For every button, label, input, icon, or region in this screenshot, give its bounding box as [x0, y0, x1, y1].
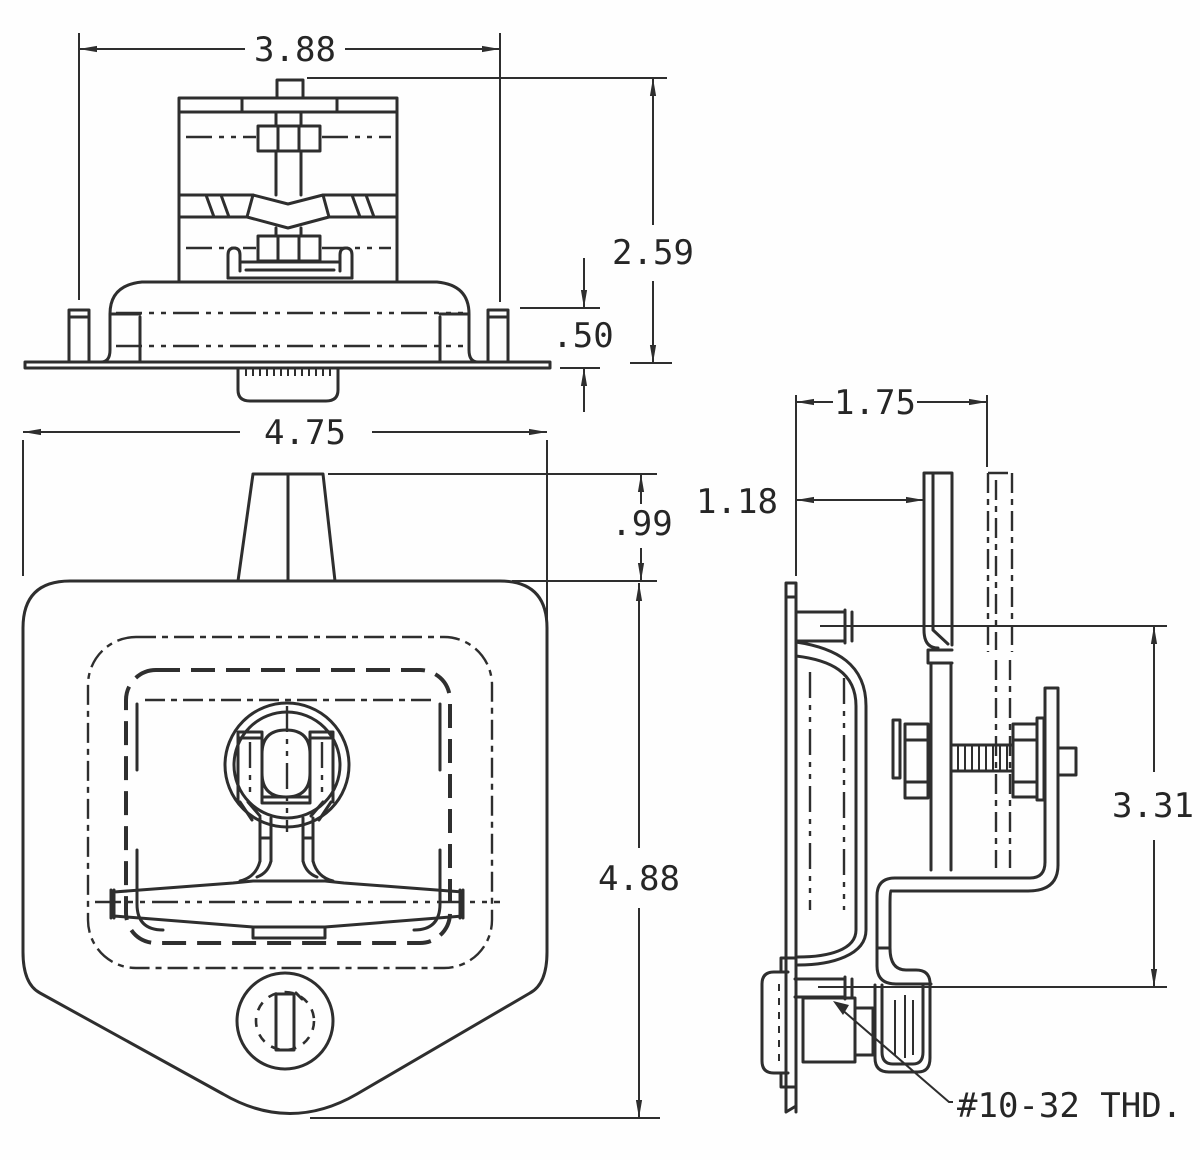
cam-bracket: [875, 686, 1060, 986]
recess: [86, 635, 494, 970]
top-view: 3.88 2.59 .50: [23, 30, 694, 412]
right-stud: [486, 308, 510, 364]
lock-head-bulge: [760, 970, 790, 1075]
handle-arm-closed: [922, 471, 954, 872]
grip-tab: [236, 472, 337, 583]
dim-mount-span: 3.31: [818, 626, 1194, 988]
thread-lines: [957, 746, 1008, 770]
dim-label-top-width: 3.88: [254, 30, 336, 70]
side-plate: [784, 581, 798, 1114]
lock-cylinder-side: [760, 956, 932, 1089]
left-stud: [67, 308, 91, 364]
dim-handle-swing: 1.75: [795, 383, 988, 576]
mounting-panel: [23, 308, 552, 403]
t-handle: [95, 701, 500, 940]
handle-crossbar: [95, 879, 500, 940]
thread-callout-label: #10-32 THD.: [957, 1086, 1182, 1126]
dim-grip-clearance: 1.18: [696, 482, 924, 522]
dim-label-pan-height: 4.88: [598, 859, 680, 899]
dim-label-mount-span: 3.31: [1112, 786, 1194, 826]
upper-nut: [256, 124, 322, 153]
front-view: 4.75 .99 4.88: [21, 413, 680, 1119]
handle-arm-open-phantom: [986, 471, 1014, 868]
dim-label-handle-swing: 1.75: [834, 383, 916, 423]
pivot-knob: [260, 728, 312, 799]
upper-mounting-stud: [794, 608, 1167, 645]
dim-pan-height: 4.88: [310, 583, 680, 1119]
lower-nut: [256, 234, 322, 263]
lock-outer-circle: [235, 971, 335, 1071]
hex-nut-right: [1011, 722, 1039, 799]
lock-cylinder: [235, 971, 335, 1071]
pan-outline: [21, 579, 549, 1115]
lock-dashed-circle: [254, 990, 316, 1052]
pan-dome: [99, 280, 480, 364]
pan-section: [794, 640, 868, 967]
key-slot: [274, 991, 304, 1052]
dim-handle-height: .99: [328, 473, 673, 582]
dim-housing-height: 2.59: [307, 77, 694, 364]
cam-nut-stack: [891, 716, 1078, 802]
dim-label-pan-width: 4.75: [264, 413, 346, 453]
cylinder-bump: [236, 366, 340, 403]
dim-label-stud-height: .50: [552, 316, 613, 356]
recess-heavy-dashed: [124, 668, 452, 945]
dim-label-handle-height: .99: [611, 504, 672, 544]
dim-stud-height: .50: [520, 258, 614, 412]
latch-housing: [177, 78, 399, 284]
side-view: 1.75 1.18 3.31 #10-32 THD.: [696, 383, 1194, 1126]
hex-nut-left: [903, 722, 930, 800]
stud-head: [1056, 746, 1078, 777]
dim-label-housing-height: 2.59: [612, 233, 694, 273]
shaft-end-square: [275, 78, 305, 100]
thread-callout: #10-32 THD.: [833, 1001, 1182, 1126]
dim-pan-width: 4.75: [22, 413, 548, 624]
recess-outer-phantom: [86, 635, 494, 970]
dim-label-grip-clearance: 1.18: [696, 482, 778, 522]
grip-bump: [251, 925, 327, 940]
spring-hatch: [204, 193, 376, 219]
